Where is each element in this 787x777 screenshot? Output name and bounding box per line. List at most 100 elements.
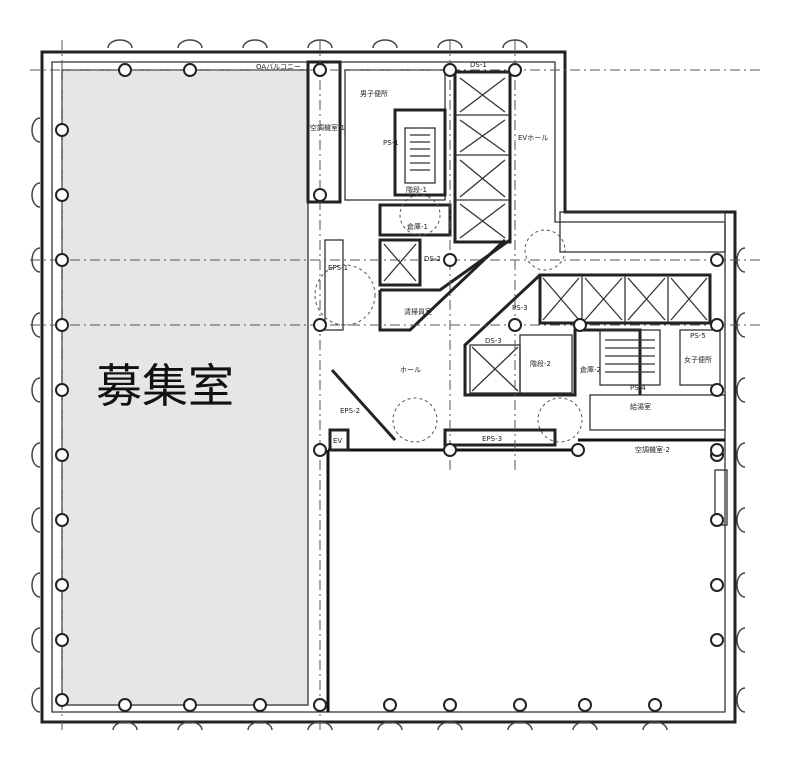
column-marker xyxy=(313,188,327,202)
label-ps3: PS-3 xyxy=(512,304,528,312)
column-marker xyxy=(710,443,724,457)
facade-pilaster xyxy=(247,721,273,731)
core-top xyxy=(306,60,512,332)
column-marker xyxy=(710,513,724,527)
label-ev: EV xyxy=(333,437,342,445)
column-marker xyxy=(508,63,522,77)
facade-pilaster xyxy=(502,39,528,49)
label-storage: 清掃員室 xyxy=(404,307,432,316)
facade-pilaster xyxy=(437,721,463,731)
facade-pilaster xyxy=(31,312,41,338)
facade-pilaster xyxy=(31,247,41,273)
vacant-room-label: 募集室 xyxy=(96,359,234,413)
facade-pilaster xyxy=(177,721,203,731)
column-marker xyxy=(710,253,724,267)
column-marker xyxy=(55,188,69,202)
column-marker xyxy=(513,698,527,712)
label-stair1: 階段-1 xyxy=(406,185,427,194)
label-eps1: EPS-1 xyxy=(328,264,348,272)
column-marker xyxy=(55,123,69,137)
facade-pilaster xyxy=(572,721,598,731)
column-marker xyxy=(313,318,327,332)
facade-pilaster xyxy=(107,39,133,49)
facade-pilaster xyxy=(307,39,333,49)
column-marker xyxy=(55,448,69,462)
column-marker xyxy=(648,698,662,712)
facade-pilaster xyxy=(372,39,398,49)
column-marker xyxy=(55,383,69,397)
column-marker xyxy=(443,253,457,267)
column-marker xyxy=(571,443,585,457)
label-ds3: DS-3 xyxy=(485,337,502,345)
facade-pilaster xyxy=(736,627,746,653)
column-marker xyxy=(710,318,724,332)
facade-pilaster xyxy=(177,39,203,49)
facade-pilaster xyxy=(31,507,41,533)
facade-pilaster xyxy=(437,39,463,49)
column-marker xyxy=(313,443,327,457)
label-mech: 空調機室-2 xyxy=(635,445,670,454)
label-room1: 倉庫-1 xyxy=(407,222,428,231)
door-swings xyxy=(314,194,583,443)
label-eps3: EPS-3 xyxy=(482,435,502,443)
facade-pilaster xyxy=(736,377,746,403)
label-balcony: OAバルコニー xyxy=(256,63,301,71)
label-elevator-hall: EVホール xyxy=(518,134,548,142)
label-toilet1: 男子便所 xyxy=(360,89,388,98)
facade-pilaster xyxy=(31,182,41,208)
column-marker xyxy=(55,318,69,332)
facade-pilaster xyxy=(31,627,41,653)
facade-pilaster xyxy=(31,442,41,468)
core-right xyxy=(328,211,728,526)
column-marker xyxy=(313,698,327,712)
facade-pilaster xyxy=(736,507,746,533)
facade-pilaster xyxy=(736,687,746,713)
column-marker xyxy=(118,698,132,712)
column-marker xyxy=(443,443,457,457)
label-toilet2: 女子便所 xyxy=(684,355,712,364)
facade-pilaster xyxy=(31,572,41,598)
column-marker xyxy=(118,63,132,77)
label-ps4: PS-4 xyxy=(630,384,646,392)
facade-pilaster xyxy=(736,442,746,468)
facade-pilaster xyxy=(307,721,333,731)
structural-columns xyxy=(31,39,746,731)
column-marker xyxy=(443,63,457,77)
facade-pilaster xyxy=(112,721,138,731)
column-marker xyxy=(55,633,69,647)
column-marker xyxy=(183,698,197,712)
column-marker xyxy=(710,383,724,397)
column-marker xyxy=(573,318,587,332)
column-marker xyxy=(55,578,69,592)
outer-wall xyxy=(40,50,737,724)
column-marker xyxy=(383,698,397,712)
facade-pilaster xyxy=(642,721,668,731)
label-ds2: DS-2 xyxy=(424,255,441,263)
label-room2: 倉庫-2 xyxy=(580,365,601,374)
column-marker xyxy=(55,513,69,527)
facade-pilaster xyxy=(507,721,533,731)
label-ps5: PS-5 xyxy=(690,332,706,340)
label-kitchen: 給湯室 xyxy=(630,402,651,411)
label-hall: ホール xyxy=(400,366,421,374)
label-air: 空調機室-1 xyxy=(310,123,345,132)
column-marker xyxy=(443,698,457,712)
facade-pilaster xyxy=(31,687,41,713)
facade-pilaster xyxy=(377,721,403,731)
label-stair2: 階段-2 xyxy=(530,359,551,368)
column-marker xyxy=(710,633,724,647)
column-marker xyxy=(55,253,69,267)
facade-pilaster xyxy=(31,117,41,143)
facade-pilaster xyxy=(242,39,268,49)
facade-pilaster xyxy=(31,377,41,403)
column-marker xyxy=(578,698,592,712)
label-ps1: PS-1 xyxy=(383,139,399,147)
label-eps2: EPS-2 xyxy=(340,407,360,415)
column-marker xyxy=(183,63,197,77)
column-marker xyxy=(55,693,69,707)
column-marker xyxy=(313,63,327,77)
vacant-room-area[interactable] xyxy=(62,70,308,706)
facade-pilaster xyxy=(736,247,746,273)
facade-pilaster xyxy=(736,312,746,338)
